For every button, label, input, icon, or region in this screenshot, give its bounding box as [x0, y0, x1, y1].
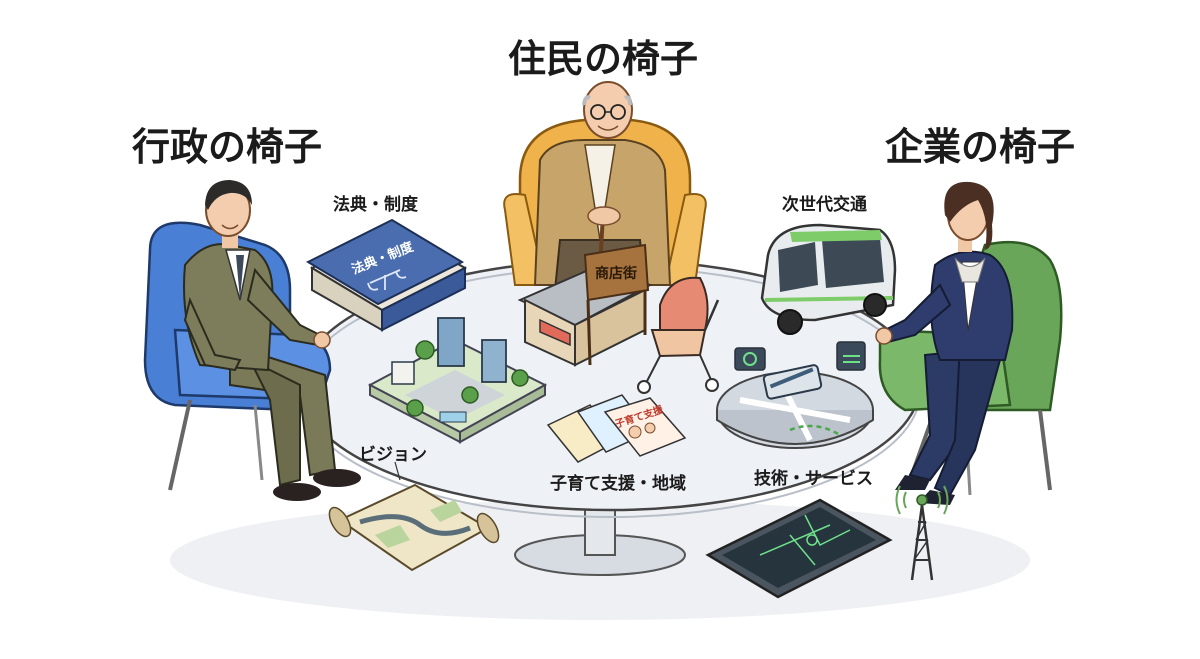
shop-sign-text: 商店街 — [595, 265, 637, 282]
vision-label: ビジョン — [359, 445, 427, 465]
government-official-figure — [183, 180, 361, 501]
law-system-label: 法典・制度 — [333, 195, 418, 215]
antenna-tower — [895, 485, 949, 581]
baby-stroller — [637, 276, 720, 394]
city-model — [367, 317, 548, 444]
vision-map-scroll — [328, 483, 500, 572]
business-chair-title: 企業の椅子 — [885, 125, 1076, 169]
next-gen-transport-label: 次世代交通 — [782, 195, 867, 215]
business-woman-figure — [875, 181, 1014, 505]
autonomous-shuttle — [760, 223, 897, 335]
law-book: 法典・制度 — [305, 218, 468, 332]
childcare-flyers: 子育て支援 — [546, 394, 687, 463]
tech-tablet — [705, 498, 893, 599]
shopping-street-shop: 商店街 — [517, 243, 653, 367]
residents-chair-title: 住民の椅子 — [508, 37, 699, 81]
government-chair-title: 行政の椅子 — [132, 125, 323, 169]
transport-hub-model — [716, 341, 874, 449]
childcare-community-label: 子育て支援・地域 — [550, 474, 686, 494]
tech-services-label: 技術・サービス — [754, 469, 873, 489]
vision-leader-line — [394, 461, 401, 481]
